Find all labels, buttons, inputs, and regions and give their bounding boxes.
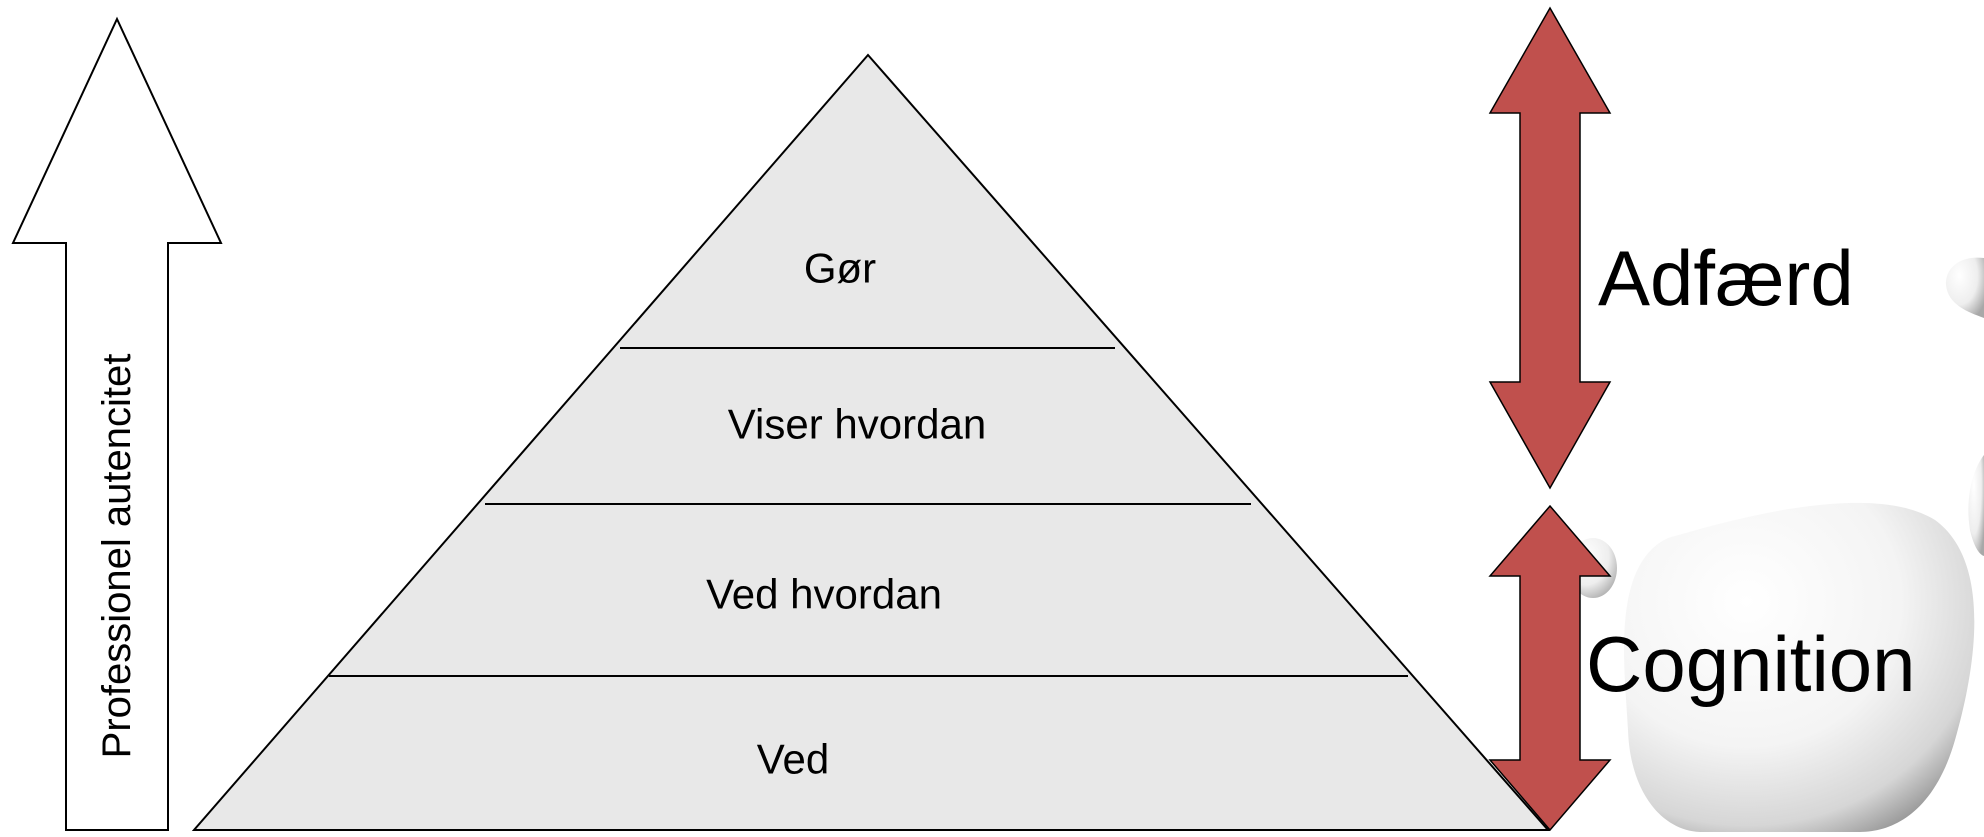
drop-top-right xyxy=(1945,257,1984,318)
pyramid-body xyxy=(191,53,1551,831)
cognition-arrow: Cognition xyxy=(1488,504,1916,832)
pyramid: Gør Viser hvordan Ved hvordan Ved xyxy=(191,53,1551,831)
double-arrow-upper-icon xyxy=(1488,6,1612,490)
decorative-drops xyxy=(1569,257,1984,832)
cognition-label: Cognition xyxy=(1586,620,1916,708)
axis-arrow-label: Professionel autencitet xyxy=(95,354,139,759)
double-arrow-lower-icon xyxy=(1488,504,1612,832)
pyramid-level-ved-hvordan: Ved hvordan xyxy=(706,571,942,618)
adfaerd-arrow: Adfærd xyxy=(1488,6,1854,490)
pyramid-level-ved: Ved xyxy=(757,736,829,783)
pyramid-level-gor: Gør xyxy=(804,245,876,292)
professional-authenticity-arrow: Professionel autencitet xyxy=(11,16,223,831)
adfaerd-label: Adfærd xyxy=(1598,234,1854,322)
pyramid-level-viser-hvordan: Viser hvordan xyxy=(728,401,986,448)
large-drop-shape xyxy=(1624,502,1975,832)
drop-mid-right xyxy=(1968,455,1984,556)
upward-outline-arrow-icon xyxy=(11,16,223,831)
